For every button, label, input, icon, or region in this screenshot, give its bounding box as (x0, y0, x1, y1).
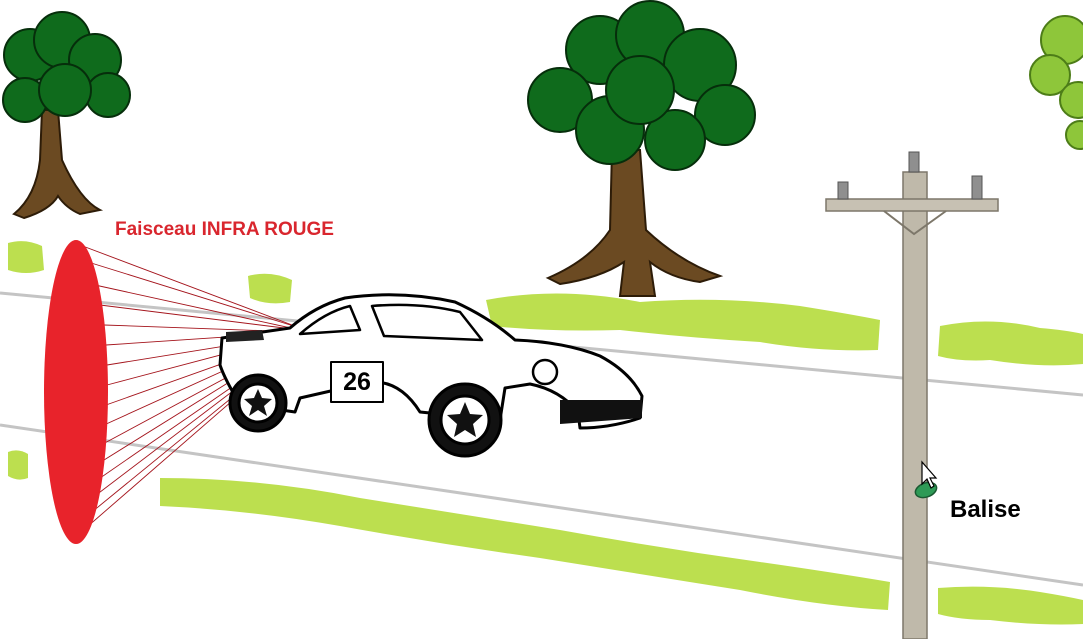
grass-patch (248, 274, 292, 304)
car-spoiler (226, 330, 264, 342)
grass-patch (938, 321, 1083, 365)
tree-left (3, 12, 130, 218)
headlight (533, 360, 557, 384)
beam-label: Faisceau INFRA ROUGE (115, 219, 334, 241)
tree-trunk (14, 110, 100, 218)
car-race-number: 26 (331, 362, 383, 402)
grass-patch (8, 241, 44, 273)
pole-crossarm (826, 199, 998, 211)
beacon-label: Balise (950, 496, 1021, 524)
tree-foliage (3, 12, 130, 122)
utility-pole (826, 152, 998, 639)
grass-patch (160, 478, 890, 610)
wheel-rear (230, 375, 286, 431)
tree-foliage (528, 1, 755, 170)
grass-patch (938, 587, 1083, 625)
pole-shaft (903, 172, 927, 639)
wheel-front (429, 384, 501, 456)
tree-trunk (548, 150, 720, 296)
tree-right (1030, 16, 1083, 149)
tree-middle (528, 1, 755, 296)
grass-patch (8, 450, 28, 479)
beam-ellipse (44, 240, 108, 544)
